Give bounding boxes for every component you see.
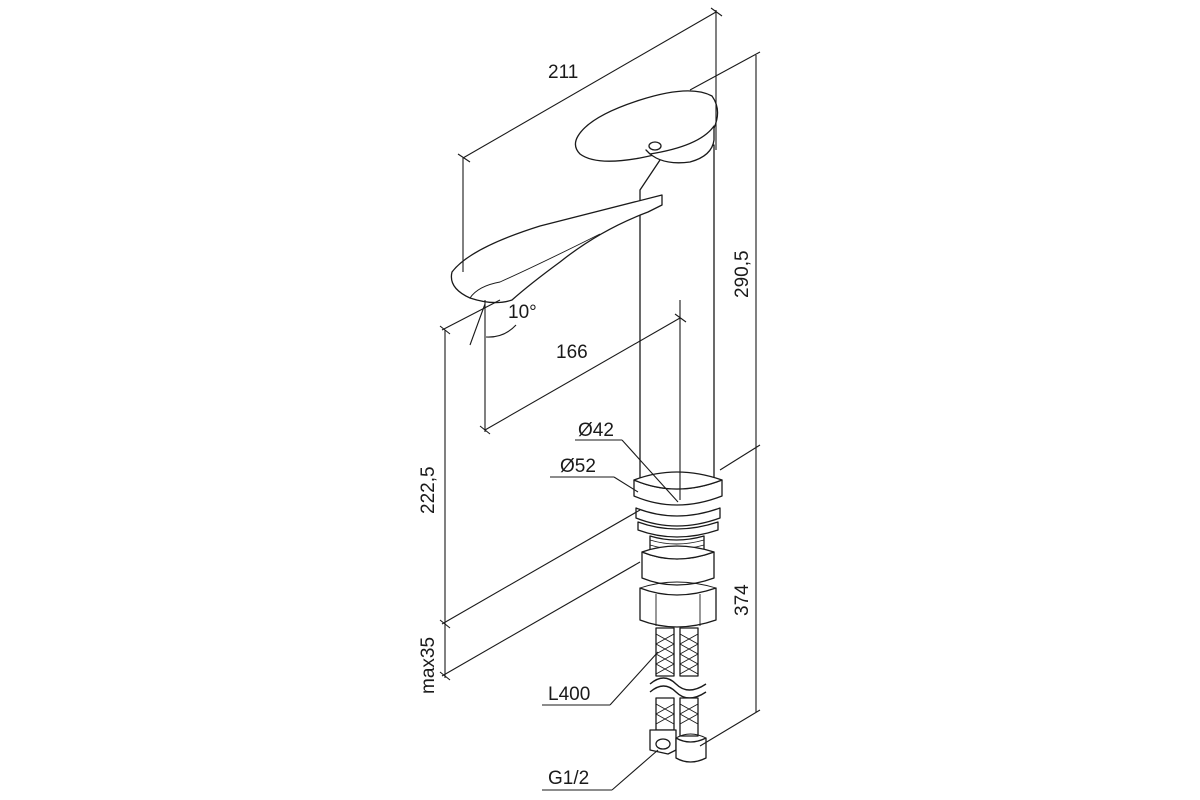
mounting-nut bbox=[639, 581, 717, 628]
dimension-base-diameter: Ø52 bbox=[560, 456, 596, 477]
dimension-below-counter-length: 374 bbox=[732, 584, 753, 616]
faucet-spout bbox=[450, 194, 663, 304]
hose-fittings bbox=[649, 729, 707, 763]
dimension-spout-angle: 10° bbox=[508, 302, 537, 323]
dimension-connection-thread: G1/2 bbox=[548, 768, 589, 789]
dimension-total-height: 290,5 bbox=[732, 250, 753, 298]
dimension-body-diameter: Ø42 bbox=[578, 420, 614, 441]
braided-hoses bbox=[649, 627, 707, 737]
dimension-total-reach: 211 bbox=[548, 62, 578, 83]
dimension-spout-height: 222,5 bbox=[418, 466, 439, 514]
threaded-shank bbox=[641, 535, 715, 586]
dimension-lines bbox=[439, 7, 761, 791]
faucet-base bbox=[633, 471, 723, 538]
faucet-lever bbox=[574, 90, 719, 164]
dimension-hose-length: L400 bbox=[548, 684, 590, 705]
dimension-spout-reach: 166 bbox=[556, 342, 588, 363]
dimension-max-counter-thickness: max35 bbox=[418, 637, 439, 694]
